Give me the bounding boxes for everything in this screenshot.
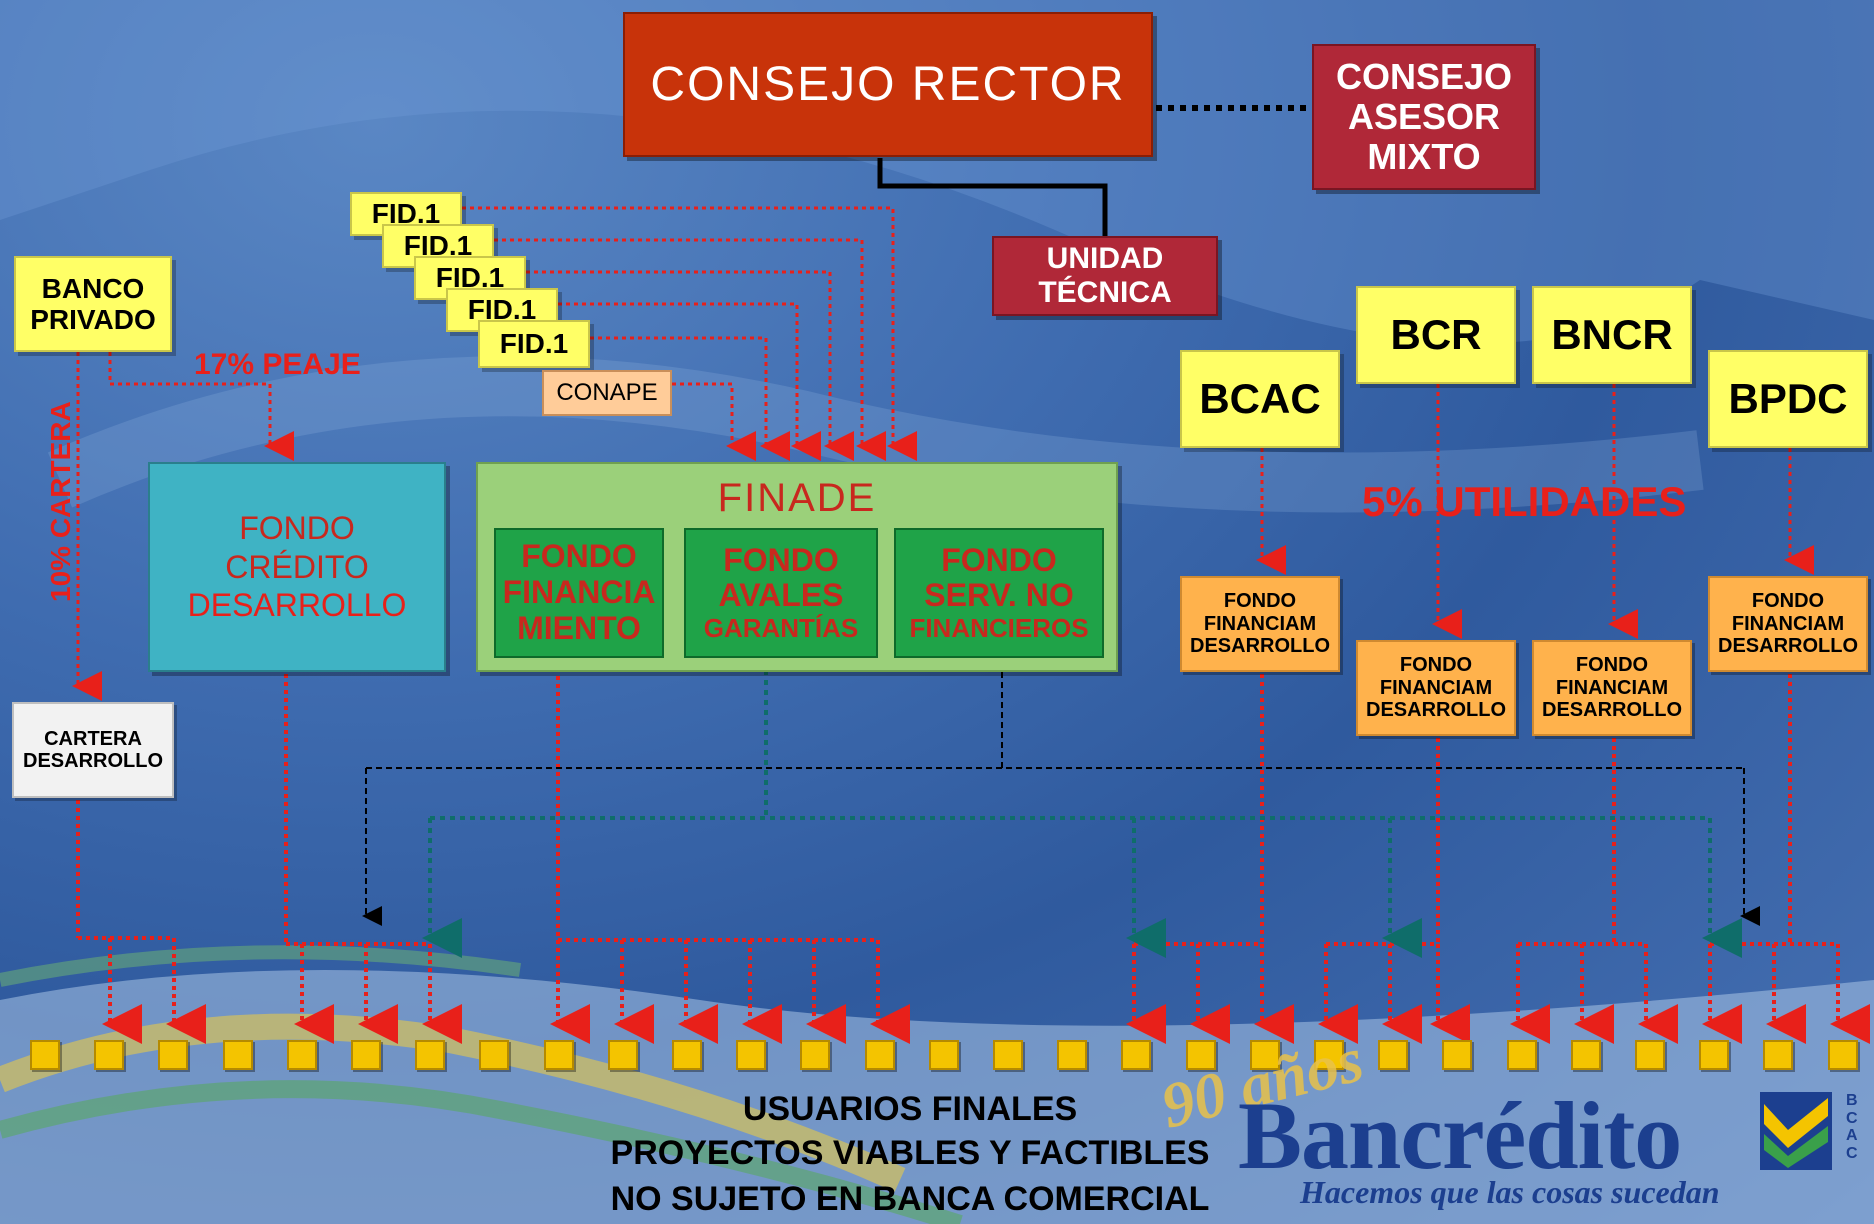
cartera-desarrollo-label: CARTERA DESARROLLO — [23, 727, 163, 772]
bank-bpdc-box: BPDC — [1708, 350, 1868, 448]
connector — [526, 270, 854, 461]
fondo-serv-no-financieros-box: FONDO SERV. NO FINANCIEROS — [894, 528, 1104, 658]
fondo-line: AVALES — [718, 577, 844, 614]
fondo-avales-box: FONDO AVALES GARANTÍAS — [684, 528, 878, 658]
final-user-square — [415, 1040, 446, 1070]
final-user-square — [993, 1040, 1023, 1070]
connector — [108, 352, 294, 461]
consejo-asesor-box: CONSEJO ASESOR MIXTO — [1312, 44, 1536, 190]
final-user-square — [543, 1040, 574, 1070]
final-user-square — [1699, 1040, 1730, 1070]
fid-label: FID.1 — [499, 328, 569, 360]
fondo-line: SERV. NO — [924, 577, 1074, 614]
final-user-square — [1827, 1040, 1858, 1070]
final-user-square — [1057, 1040, 1088, 1070]
bank-bncr-box: BNCR — [1532, 286, 1692, 384]
final-user-square — [222, 1040, 253, 1070]
final-user-square — [1378, 1040, 1409, 1070]
fondo-financiam-bcr: FONDO FINANCIAM DESARROLLO — [1356, 640, 1516, 736]
fondo-financiam-label: FONDO FINANCIAM DESARROLLO — [1366, 654, 1506, 722]
final-user-square — [672, 1040, 702, 1070]
cartera-percent-label: 10% CARTERA — [45, 401, 76, 602]
fondo-credito-line2: CRÉDITO — [225, 548, 369, 585]
final-user-square — [158, 1040, 189, 1070]
connector — [672, 382, 756, 461]
bank-bcac-box: BCAC — [1180, 350, 1340, 448]
fondo-financiam-label: FONDO FINANCIAM DESARROLLO — [1190, 590, 1330, 658]
usuarios-line-2: PROYECTOS VIABLES Y FACTIBLES — [610, 1134, 1210, 1172]
final-user-square — [94, 1040, 125, 1070]
finade-title: FINADE — [717, 476, 877, 520]
logo-slogan: Hacemos que las cosas sucedan — [1300, 1174, 1720, 1210]
final-user-square — [864, 1040, 895, 1070]
unidad-tecnica-label: UNIDAD TÉCNICA — [1038, 242, 1172, 309]
final-user-square — [286, 1040, 317, 1070]
final-user-square — [1314, 1040, 1344, 1070]
logo-sigla: BCAC — [1846, 1092, 1858, 1162]
bank-label: BCAC — [1199, 375, 1321, 423]
consejo-rector-label: CONSEJO RECTOR — [650, 57, 1126, 111]
fondo-financiam-label: FONDO FINANCIAM DESARROLLO — [1718, 590, 1858, 658]
final-user-square — [1442, 1040, 1473, 1070]
final-user-square — [1121, 1040, 1152, 1070]
utilidades-label: 5% UTILIDADES — [1362, 478, 1687, 525]
bank-label: BPDC — [1728, 375, 1848, 423]
fondo-credito-box: FONDO CRÉDITO DESARROLLO — [148, 462, 446, 672]
consejo-asesor-label: CONSEJO ASESOR MIXTO — [1335, 55, 1513, 178]
consejo-rector-box: CONSEJO RECTOR — [623, 12, 1153, 157]
final-user-square — [1763, 1040, 1794, 1070]
final-user-square — [351, 1040, 381, 1070]
fondo-credito-line3: DESARROLLO — [187, 587, 407, 624]
bancredito-logo: 90 años Bancrédito Hacemos que las cosas… — [1154, 1023, 1870, 1222]
fondo-line: MIENTO — [517, 609, 641, 646]
fondo-credito-line1: FONDO — [239, 510, 355, 547]
fondo-line: FONDO — [723, 541, 839, 578]
usuarios-line-1: USUARIOS FINALES — [742, 1090, 1078, 1128]
logo-emblem-icon — [1758, 1090, 1834, 1172]
final-user-square — [1185, 1040, 1216, 1070]
fondo-financiam-bcac: FONDO FINANCIAM DESARROLLO — [1180, 576, 1340, 672]
final-user-square — [1249, 1040, 1280, 1070]
fondo-financiam-bpdc: FONDO FINANCIAM DESARROLLO — [1708, 576, 1868, 672]
connector — [877, 158, 1108, 236]
conape-box: CONAPE — [542, 370, 672, 416]
final-user-square — [479, 1040, 510, 1070]
conape-label: CONAPE — [556, 378, 658, 406]
banco-privado-box: BANCO PRIVADO — [14, 256, 172, 352]
fondo-line: GARANTÍAS — [703, 613, 859, 644]
final-user-square — [800, 1040, 831, 1070]
final-user-square — [607, 1040, 638, 1070]
cartera-desarrollo-box: CARTERA DESARROLLO — [12, 702, 174, 798]
fondo-line: FONDO — [521, 538, 637, 575]
connector — [590, 336, 790, 461]
fid-box-5: FID.1 — [478, 320, 590, 368]
final-user-square — [1635, 1040, 1665, 1070]
fondo-line: FINANCIEROS — [909, 613, 1089, 644]
final-user-square — [928, 1040, 959, 1070]
banco-privado-label: BANCO PRIVADO — [30, 272, 156, 335]
final-user-square — [1506, 1040, 1537, 1070]
usuarios-line-3: NO SUJETO EN BANCA COMERCIAL — [610, 1180, 1210, 1218]
logo-name: Bancrédito — [1238, 1082, 1682, 1189]
fondo-line: FONDO — [941, 541, 1057, 578]
bank-label: BCR — [1390, 311, 1482, 359]
fondo-financiam-bncr: FONDO FINANCIAM DESARROLLO — [1532, 640, 1692, 736]
bank-label: BNCR — [1551, 311, 1673, 359]
final-user-square — [30, 1040, 60, 1070]
fondo-line: FINANCIA — [502, 574, 656, 611]
fondo-financiam-label: FONDO FINANCIAM DESARROLLO — [1542, 654, 1682, 722]
peaje-label: 17% PEAJE — [194, 348, 361, 381]
final-user-square — [1570, 1040, 1601, 1070]
bank-bcr-box: BCR — [1356, 286, 1516, 384]
final-user-square — [736, 1040, 767, 1070]
unidad-tecnica-box: UNIDAD TÉCNICA — [992, 236, 1218, 316]
connector — [494, 238, 886, 461]
fondo-financiamiento-box: FONDO FINANCIA MIENTO — [494, 528, 664, 658]
